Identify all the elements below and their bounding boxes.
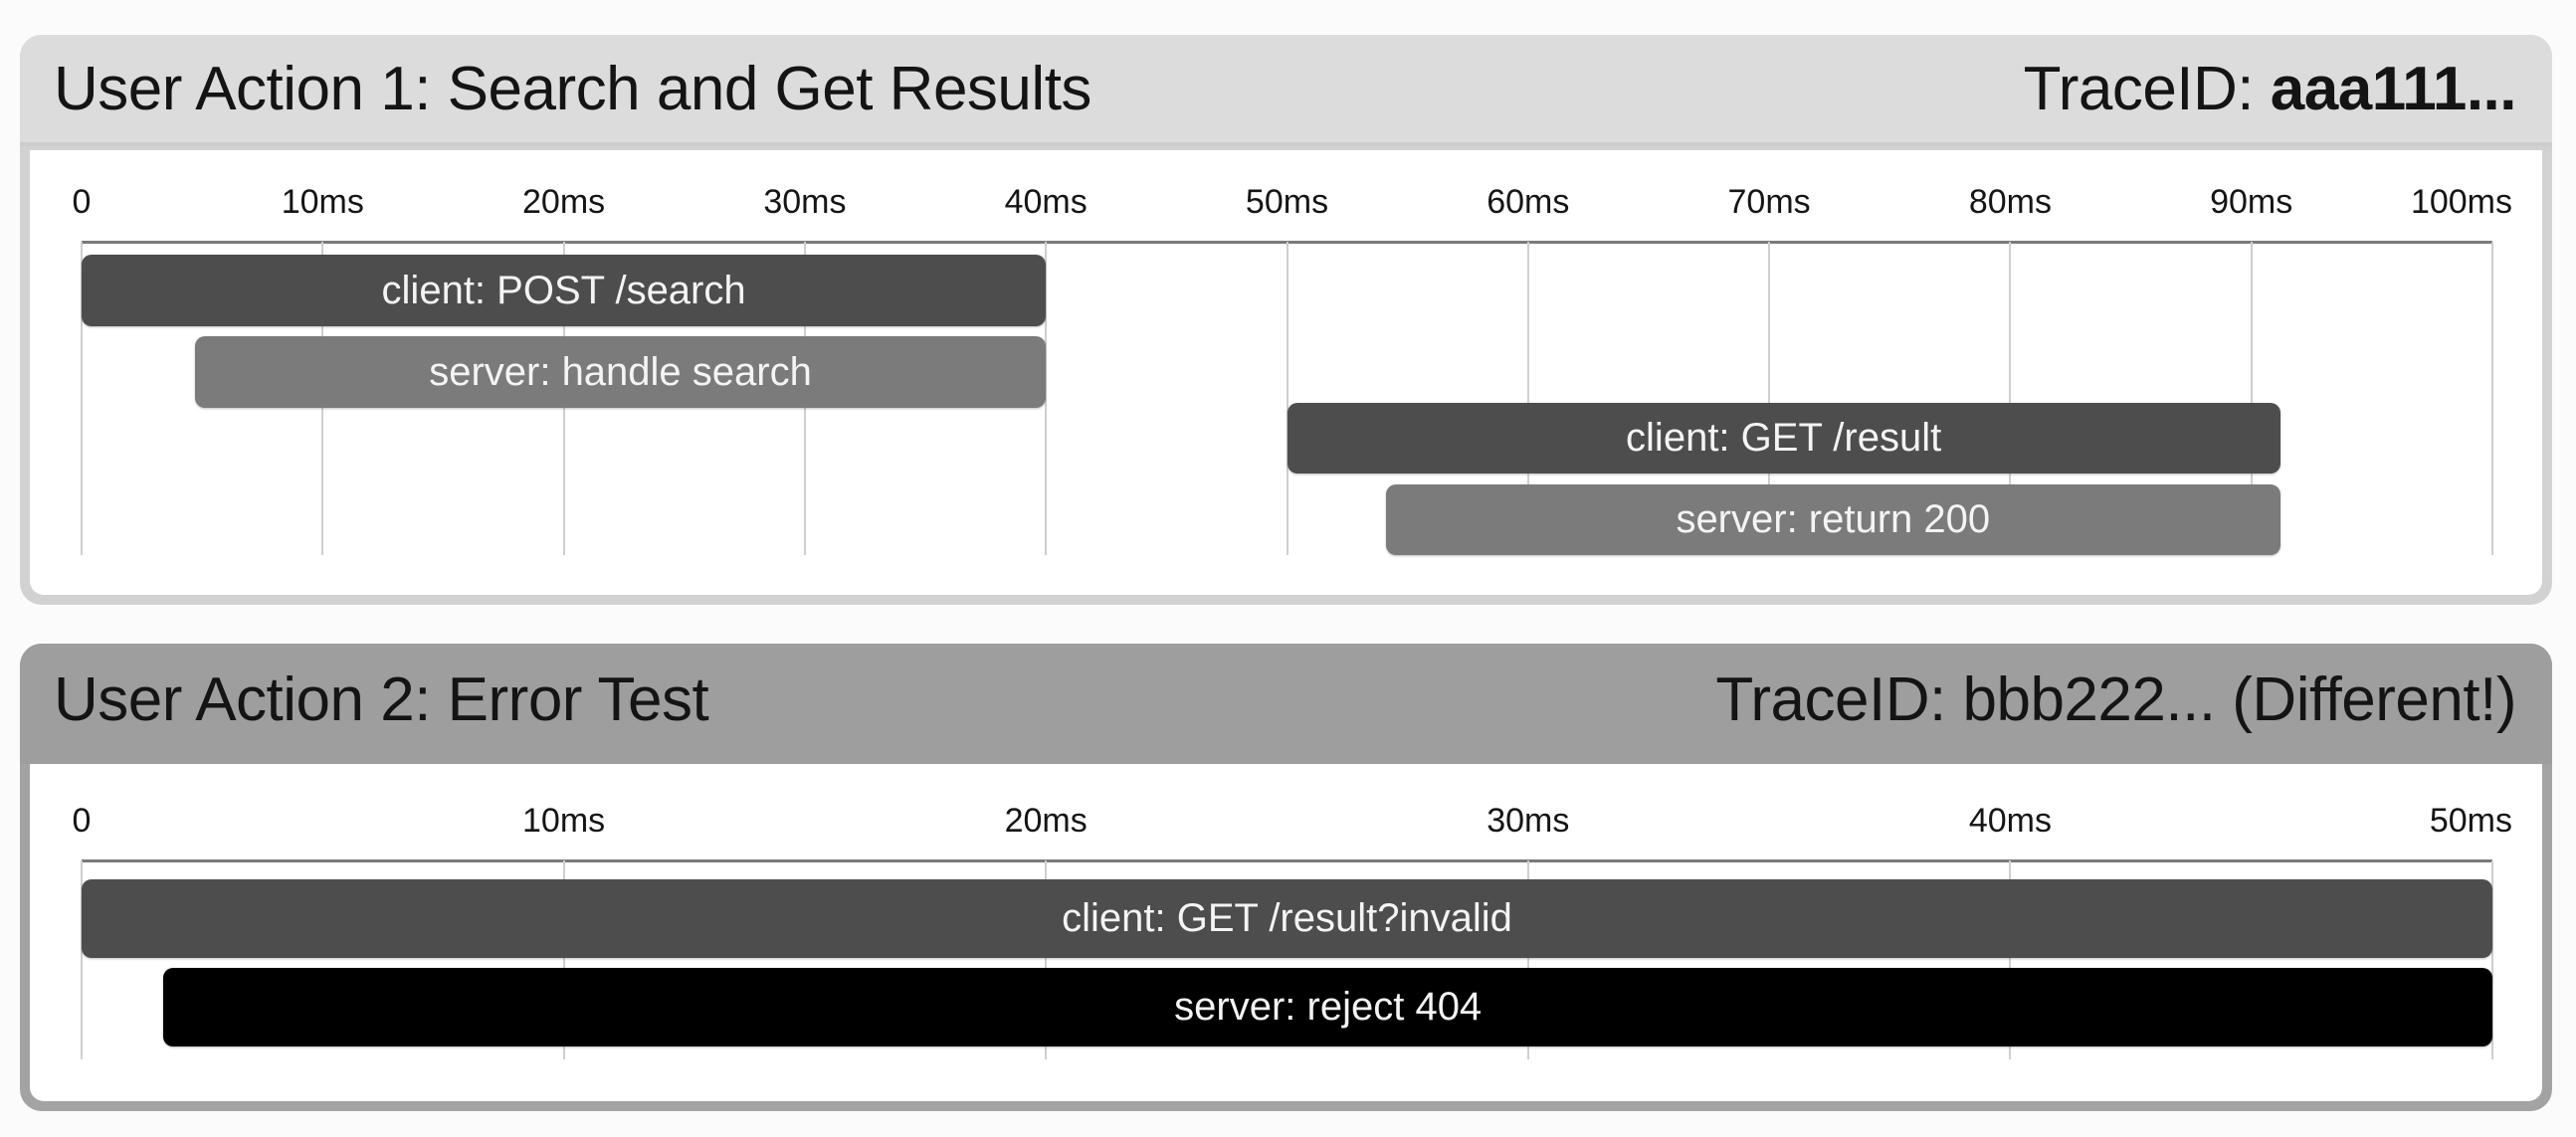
trace-id-value: aaa111... <box>2270 55 2517 123</box>
span-bar-error[interactable]: server: reject 404 <box>163 968 2492 1046</box>
grid-line <box>2491 242 2493 555</box>
span-bar-server[interactable]: server: handle search <box>194 336 1047 408</box>
span-label: server: handle search <box>429 349 812 394</box>
grid-line <box>2009 860 2012 1059</box>
grid-line <box>1045 860 1048 1059</box>
trace-panel-header: User Action 2: Error Test TraceID: bbb22… <box>20 644 2552 764</box>
time-tick-label: 0 <box>72 183 92 221</box>
time-tick-label: 90ms <box>2210 183 2293 221</box>
time-tick-label: 60ms <box>1486 183 1570 221</box>
span-bar-client[interactable]: client: POST /search <box>82 255 1047 326</box>
time-tick-label: 100ms <box>2410 183 2512 221</box>
time-axis-line <box>82 859 2492 862</box>
grid-line <box>2491 860 2493 1059</box>
trace-id-label: TraceID: <box>2023 55 2271 123</box>
trace-title: User Action 1: Search and Get Results <box>54 55 1091 123</box>
time-tick-label: 30ms <box>763 183 847 221</box>
trace-id-value: bbb222... (Different!) <box>1962 665 2516 734</box>
span-bar-server[interactable]: server: return 200 <box>1385 484 2280 555</box>
span-label: server: return 200 <box>1676 497 1991 541</box>
time-tick-label: 10ms <box>281 183 364 221</box>
trace-panel-header: User Action 1: Search and Get Results Tr… <box>20 35 2552 146</box>
time-tick-label: 40ms <box>1968 802 2052 840</box>
time-tick-label: 10ms <box>522 802 606 840</box>
grid-line <box>562 860 565 1059</box>
trace-title: User Action 2: Error Test <box>54 665 709 734</box>
time-tick-label: 40ms <box>1004 183 1088 221</box>
grid-line <box>1526 860 1529 1059</box>
trace-id-label: TraceID: <box>1715 665 1963 734</box>
time-tick-label: 20ms <box>1004 802 1088 840</box>
grid-line <box>1045 242 1048 555</box>
span-label: client: GET /result <box>1626 416 1942 460</box>
grid-line <box>2009 242 2012 555</box>
span-bar-client[interactable]: client: GET /result?invalid <box>82 879 2492 958</box>
span-label: client: POST /search <box>381 268 746 312</box>
time-tick-label: 20ms <box>522 183 606 221</box>
time-tick-label: 80ms <box>1968 183 2052 221</box>
time-tick-label: 0 <box>72 802 92 840</box>
span-label: server: reject 404 <box>1174 985 1483 1029</box>
time-tick-label: 30ms <box>1486 802 1570 840</box>
span-bar-client[interactable]: client: GET /result <box>1287 403 2280 474</box>
grid-line <box>1768 242 1771 555</box>
time-tick-label: 50ms <box>1245 183 1329 221</box>
grid-line <box>81 242 83 555</box>
grid-line <box>1286 242 1288 555</box>
trace-id: TraceID: aaa111... <box>2024 59 2517 120</box>
grid-line <box>1526 242 1529 555</box>
span-label: client: GET /result?invalid <box>1062 896 1512 940</box>
time-tick-label: 50ms <box>2429 802 2512 840</box>
grid-line <box>81 860 83 1059</box>
time-tick-label: 70ms <box>1727 183 1811 221</box>
grid-line <box>2250 242 2253 555</box>
trace-id: TraceID: bbb222... (Different!) <box>1715 669 2516 731</box>
